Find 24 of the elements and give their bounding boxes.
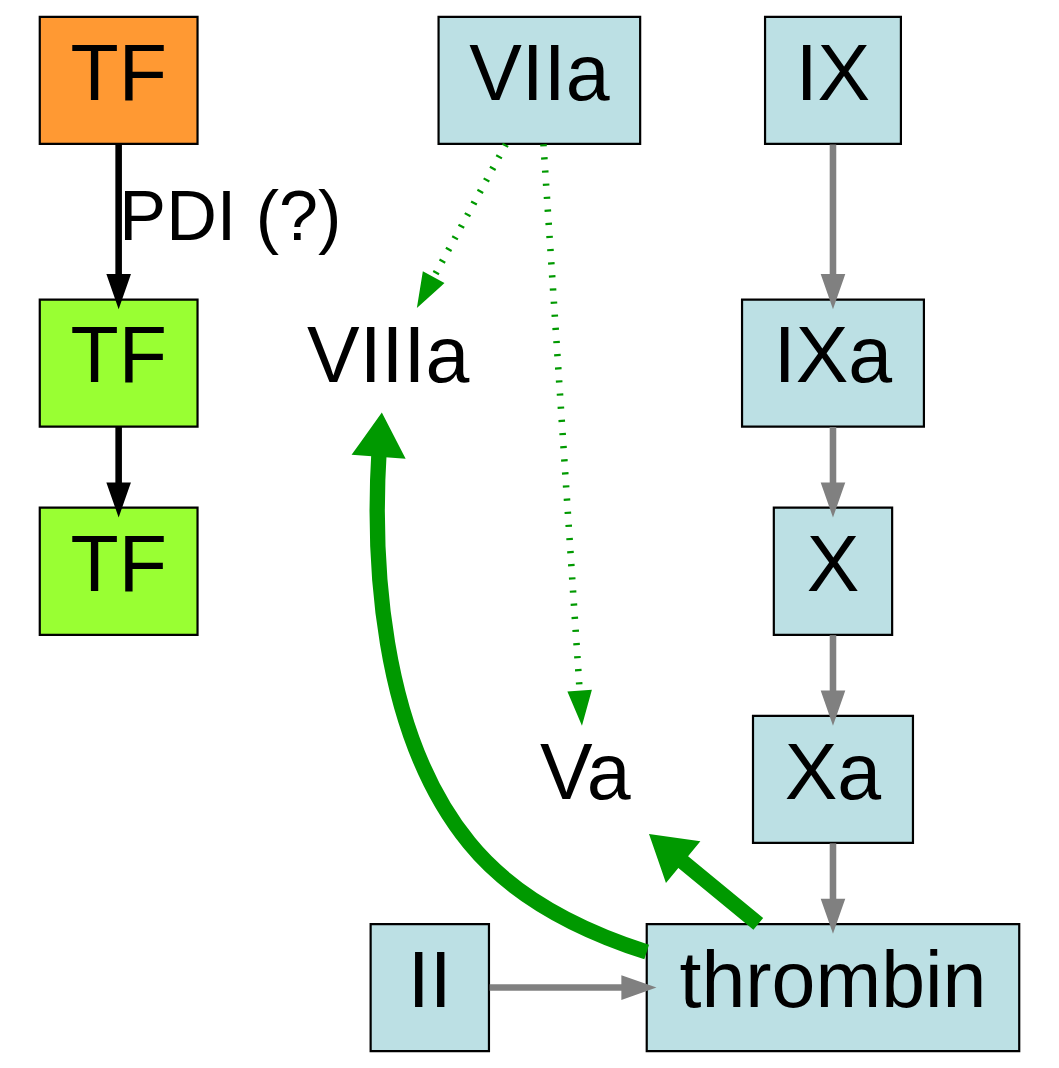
edge-label: PDI (?) <box>119 176 342 255</box>
arrow <box>649 834 764 930</box>
node-box: IX <box>763 15 902 146</box>
node-box: TF <box>38 506 199 636</box>
node-box: II <box>369 922 491 1053</box>
arrow <box>820 144 846 310</box>
arrow <box>416 142 509 309</box>
node-box: thrombin <box>645 922 1021 1053</box>
node-text: Va <box>540 727 631 816</box>
node-box: X <box>772 506 894 636</box>
arrow <box>106 427 131 518</box>
arrow <box>351 412 650 960</box>
arrow <box>106 144 131 310</box>
arrow <box>820 843 846 934</box>
node-box: IXa <box>740 298 925 428</box>
node-box: TF <box>38 15 199 146</box>
arrow <box>540 144 592 726</box>
arrow <box>820 635 846 726</box>
node-text: VIIIa <box>307 311 470 400</box>
arrow <box>489 975 657 1000</box>
node-box: Xa <box>751 714 915 845</box>
node-box: VIIa <box>437 15 642 146</box>
arrow <box>820 427 846 518</box>
node-box: TF <box>38 298 199 428</box>
